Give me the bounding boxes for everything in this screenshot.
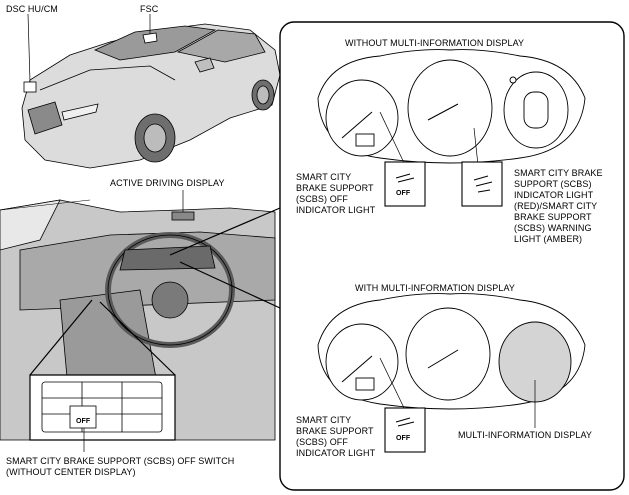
off-icon-bottom: OFF <box>396 435 411 442</box>
scbs-off-icon-box-bottom <box>384 407 426 453</box>
label-dsc-hu-cm: DSC HU/CM <box>6 4 58 14</box>
fsc-unit <box>142 32 158 44</box>
label-scbs-off-switch: SMART CITY BRAKE SUPPORT (SCBS) OFF SWIT… <box>6 456 235 477</box>
label-active-driving-display: ACTIVE DRIVING DISPLAY <box>110 178 225 188</box>
scbs-off-icon-box-top <box>384 161 426 207</box>
off-icon-top: OFF <box>396 190 411 197</box>
label-scbs-indicator-warning: SMART CITY BRAKE SUPPORT (SCBS) INDICATO… <box>514 168 603 244</box>
label-without-mid: WITHOUT MULTI-INFORMATION DISPLAY <box>345 38 525 48</box>
label-multi-information-display: MULTI-INFORMATION DISPLAY <box>458 430 593 440</box>
off-icon-switch: OFF <box>76 418 91 425</box>
label-scbs-off-light-top: SMART CITY BRAKE SUPPORT (SCBS) OFF INDI… <box>296 172 376 215</box>
label-scbs-off-light-bottom: SMART CITY BRAKE SUPPORT (SCBS) OFF INDI… <box>296 415 376 458</box>
label-fsc: FSC <box>140 4 159 14</box>
label-with-mid: WITH MULTI-INFORMATION DISPLAY <box>355 283 515 293</box>
